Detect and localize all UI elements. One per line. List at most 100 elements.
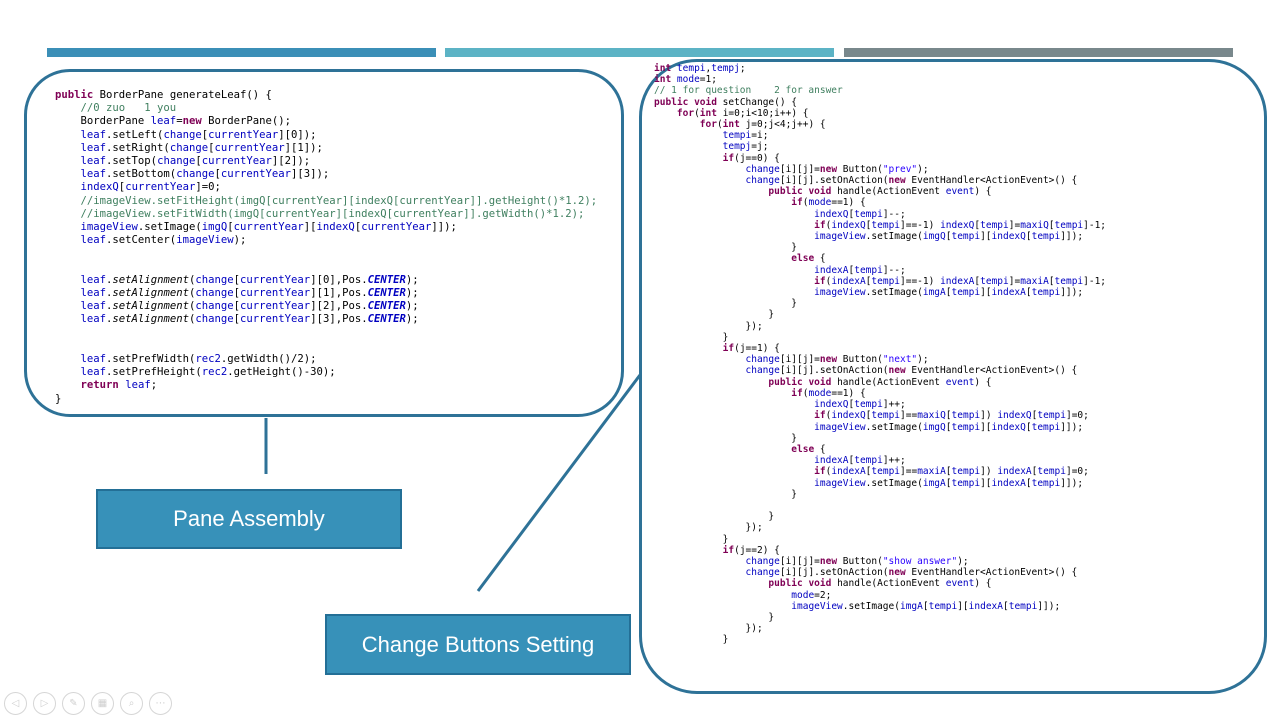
code-token: currentYear [201, 155, 272, 168]
code-token: [i][j]= [779, 354, 820, 366]
code-token: leaf [80, 128, 107, 141]
code-token [55, 300, 81, 312]
code-line: if(indexA[tempi]==maxiA[tempi]) indexA[t… [654, 466, 1106, 477]
code-token [654, 578, 768, 589]
code-token [654, 455, 814, 466]
code-token: ( [825, 219, 832, 231]
code-token: tempi [1054, 275, 1084, 287]
code-token: ][ [957, 600, 969, 612]
code-token [654, 209, 814, 220]
code-token [654, 399, 814, 410]
code-token: currentYear [240, 287, 311, 300]
code-token: indexA [991, 287, 1026, 299]
code-token: change [745, 365, 780, 377]
code-token: [ [865, 410, 872, 422]
code-line: change[i][j]=new Button("prev"); [654, 164, 1106, 175]
code-token: tempi [951, 466, 981, 478]
code-token: rec2 [201, 366, 228, 379]
slides-icon[interactable]: ▦ [91, 692, 114, 715]
code-token: change [745, 163, 780, 175]
zoom-icon[interactable]: ⌕ [120, 692, 143, 715]
code-token: ); [405, 273, 419, 286]
next-slide-icon[interactable]: ▷ [33, 692, 56, 715]
code-token: imageView [814, 477, 866, 489]
code-token [654, 410, 814, 421]
code-token: CENTER [367, 300, 406, 313]
code-token: change [169, 141, 209, 154]
code-token: } [654, 331, 729, 343]
code-token [654, 466, 814, 477]
code-token: tempi [871, 410, 901, 422]
code-token: ]) [980, 410, 998, 422]
code-token: ( [188, 300, 196, 313]
code-line: if(indexQ[tempi]==maxiQ[tempi]) indexQ[t… [654, 410, 1106, 421]
code-token: tempi [871, 219, 901, 231]
code-token: [ [1048, 275, 1055, 287]
code-line: for(int j=0;j<4;j++) { [654, 119, 1106, 130]
code-token: Button( [837, 163, 883, 175]
code-token: .getHeight()-30); [227, 366, 336, 379]
code-line: else { [654, 253, 1106, 264]
code-line: if(indexQ[tempi]==-1) indexQ[tempi]=maxi… [654, 220, 1106, 231]
code-panel-left [24, 69, 624, 417]
code-line: leaf.setTop(change[currentYear][2]); [55, 155, 597, 168]
code-token: change [157, 155, 196, 168]
pen-icon[interactable]: ✎ [62, 692, 85, 715]
code-token: indexQ [940, 219, 975, 231]
slideshow-toolbar: ◁ ▷ ✎ ▦ ⌕ ⋯ [4, 692, 172, 715]
code-token: public [768, 578, 803, 590]
code-line: } [654, 433, 1106, 444]
code-token: else [791, 443, 815, 455]
code-line: } [654, 298, 1106, 309]
code-line [55, 247, 597, 260]
code-token: [ [974, 219, 981, 231]
code-token: Button( [837, 354, 883, 366]
code-token: tempi [1031, 231, 1061, 243]
code-token: BorderPane(); [201, 115, 292, 128]
code-token: { [814, 443, 826, 455]
code-token: tempi [1008, 600, 1038, 612]
code-token: [ [945, 421, 952, 433]
code-token: setAlignment [112, 313, 189, 326]
code-token: .setTop( [106, 155, 158, 168]
code-token: change [745, 567, 780, 579]
code-token: imageView [791, 600, 843, 612]
more-icon[interactable]: ⋯ [149, 692, 172, 715]
code-token [654, 197, 791, 208]
code-token: ][ [980, 231, 992, 243]
code-token: ; [150, 379, 158, 392]
code-token: ); [233, 234, 247, 247]
code-token: imgQ [201, 221, 228, 234]
code-token: indexQ [316, 221, 355, 234]
code-token: } [654, 309, 775, 321]
code-token: ); [405, 313, 419, 326]
code-token: .setImage( [865, 421, 923, 433]
prev-slide-icon[interactable]: ◁ [4, 692, 27, 715]
code-token: [ [945, 477, 952, 489]
code-token: ]]); [1060, 287, 1084, 299]
code-token: tempi [951, 477, 981, 489]
code-token: currentYear [240, 273, 311, 286]
code-token: [ [118, 181, 126, 194]
code-token: maxiA [917, 466, 946, 478]
code-token: [ [233, 300, 241, 313]
code-token [654, 141, 723, 152]
code-line: if(j==1) { [654, 343, 1106, 354]
header-bar-2 [445, 48, 834, 57]
code-token [55, 313, 81, 325]
code-token: int [722, 119, 740, 131]
code-token: tempi [722, 130, 752, 142]
code-token: public [55, 89, 94, 101]
code-token: ][0]); [278, 128, 317, 141]
code-token: ][ [980, 421, 992, 433]
code-token: ==1) { [831, 197, 866, 209]
code-token: mode [791, 589, 815, 601]
code-token: tempi [951, 421, 981, 433]
code-token [654, 567, 746, 578]
code-line: change[i][j].setOnAction(new EventHandle… [654, 567, 1106, 578]
code-token [654, 276, 814, 287]
code-token: indexA [968, 600, 1003, 612]
code-token: change [195, 313, 234, 326]
code-line: //imageView.setFitWidth(imgQ[currentYear… [55, 208, 597, 221]
